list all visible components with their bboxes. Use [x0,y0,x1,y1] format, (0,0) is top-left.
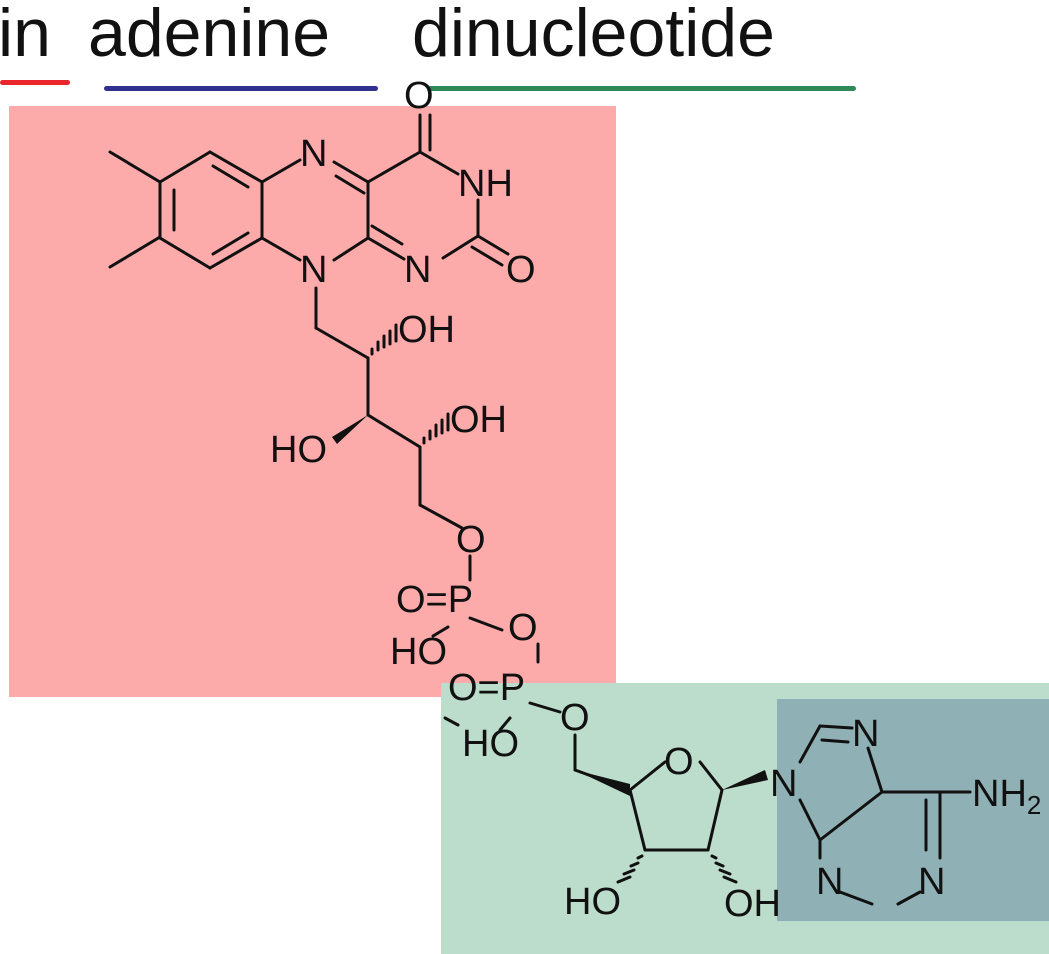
atom-nh2: NH2 [972,773,1041,820]
atom-p1: O=P [396,579,473,621]
atom-n9: N [770,763,797,805]
atom-ho-ribose: HO [564,881,621,923]
atom-n5: N [300,133,327,175]
underline-adenine [104,86,378,91]
adenine-region [777,699,1049,921]
atom-p2-ho: HO [462,723,519,765]
underline-in [0,80,70,85]
atom-o-top: O [404,75,434,117]
title-word-adenine: adenine [88,0,331,71]
atom-ring-o: O [664,741,694,783]
atom-o5: O [560,697,590,739]
title-word-dinucleotide: dinucleotide [412,0,775,71]
title-word-in: in [0,0,51,71]
atom-o-c2: O [506,249,536,291]
atom-p1-ho: HO [390,631,447,673]
atom-n1: N [404,249,431,291]
wedge-bond [332,415,368,444]
underline-dinucleotide [428,86,856,91]
bonds [108,113,972,906]
hash-bonds [370,323,738,884]
atom-n10: N [300,249,327,291]
atom-p2: O=P [448,667,525,709]
atom-ho-4: HO [270,429,327,471]
atom-n1-adenine: N [918,861,945,903]
atom-o-ester: O [456,519,486,561]
atom-nh: NH [458,163,513,205]
atom-o-bridge: O [508,607,538,649]
atom-n3: N [816,861,843,903]
atom-oh-2: OH [398,309,455,351]
wedge-bond [722,770,768,790]
atom-n7: N [852,713,879,755]
flavin-region [9,106,616,697]
atom-oh-3: OH [450,399,507,441]
atom-oh-ribose: OH [724,883,781,925]
wedge-bond [575,770,630,796]
